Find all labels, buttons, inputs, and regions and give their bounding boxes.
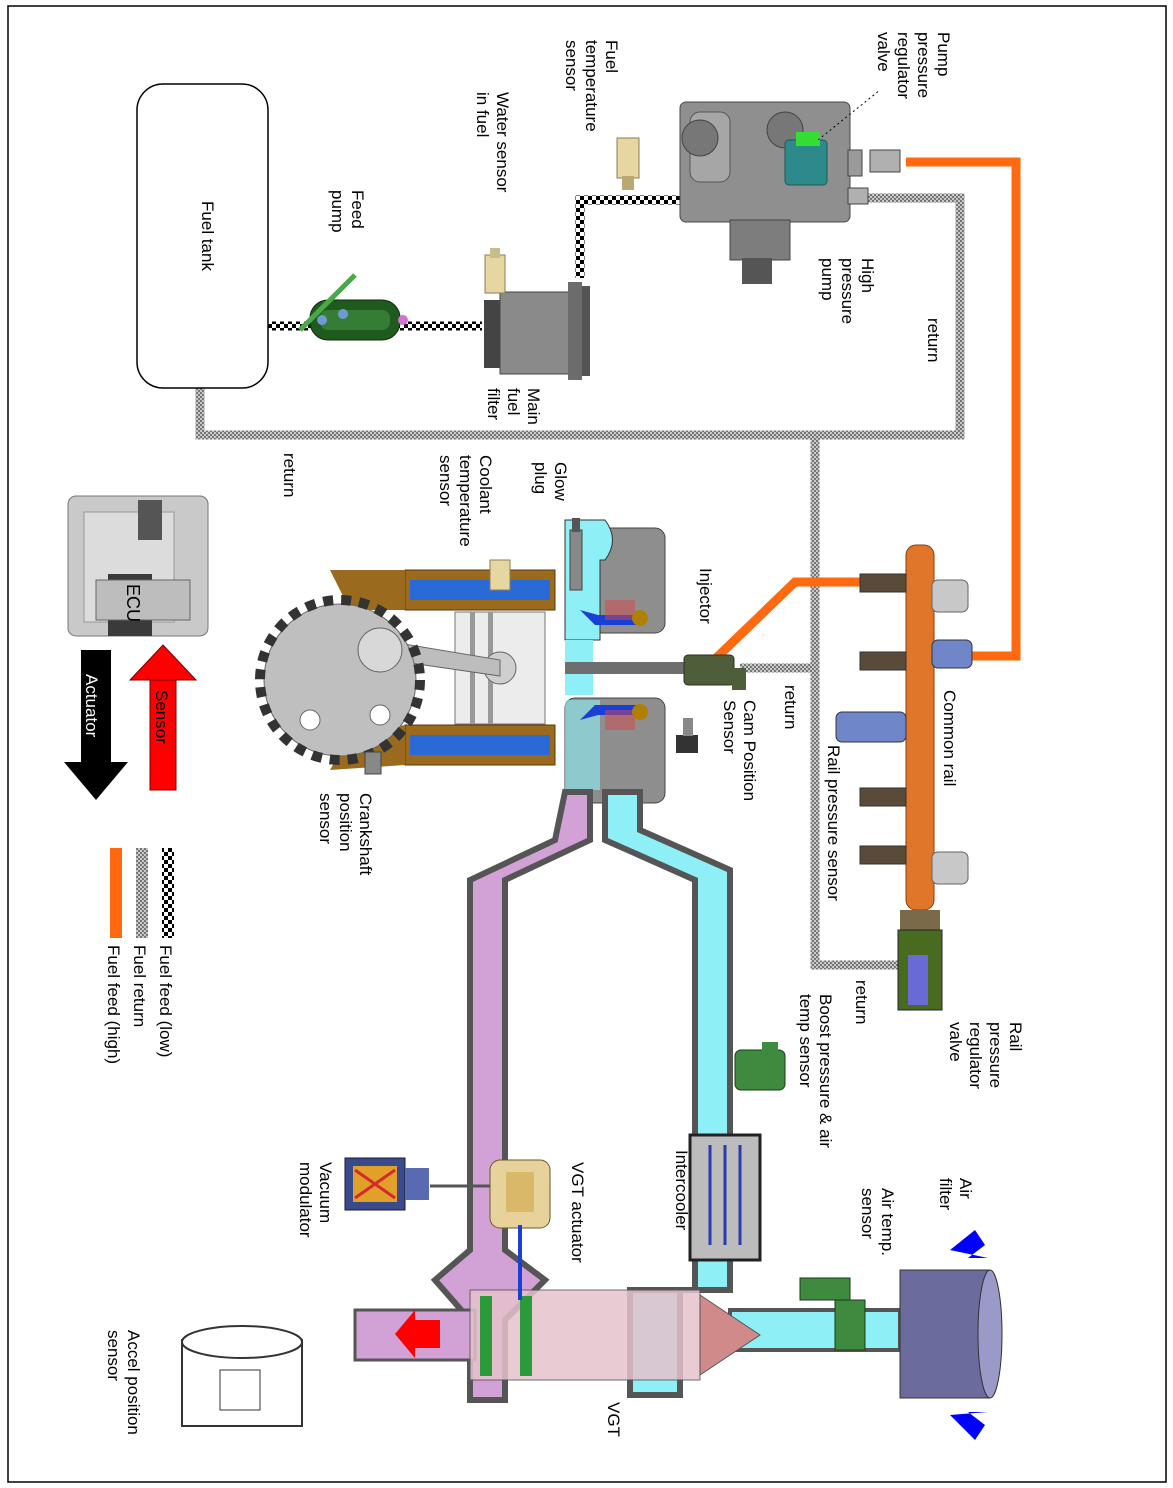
pump-pressure-regulator-label: Pump pressure regulator valve xyxy=(874,32,953,104)
legend-swatch-low xyxy=(162,848,174,938)
exhaust-arrow xyxy=(395,1310,440,1358)
water-sensor-label: Water sensor in fuel xyxy=(473,92,512,197)
sensor-arrow-label: Sensor xyxy=(152,690,171,744)
glow-plug xyxy=(569,518,583,591)
glow-plug-label: Glow plug xyxy=(531,462,570,505)
main-fuel-filter xyxy=(484,248,590,380)
page-border xyxy=(7,5,1167,1483)
return-label-left: return xyxy=(280,453,299,497)
fuel-return-lines xyxy=(195,193,965,970)
air-temp-sensor xyxy=(799,1277,866,1351)
ecu: ECU xyxy=(67,495,209,637)
legend: Fuel feed (low) Fuel return Fuel feed (h… xyxy=(104,848,175,1064)
legend-swatch-high xyxy=(110,848,122,938)
boost-sensor-label: Boost pressure & air temp sensor xyxy=(796,994,835,1153)
intercooler xyxy=(688,1133,762,1262)
accel-sensor-label: Accel position sensor xyxy=(104,1330,143,1440)
legend-label-high: Fuel feed (high) xyxy=(104,945,123,1064)
crankshaft-position-sensor xyxy=(364,751,382,775)
legend-label-low: Fuel feed (low) xyxy=(156,945,175,1057)
air-temp-sensor-label: Air temp. sensor xyxy=(858,1188,897,1261)
high-pressure-pump-label: High pressure pump xyxy=(818,258,877,329)
return-label-mid: return xyxy=(781,685,800,729)
fuel-tank-label: Fuel tank xyxy=(198,201,217,271)
boost-pressure-sensor xyxy=(734,1042,786,1091)
air-filter xyxy=(899,1230,1003,1440)
feed-pump xyxy=(298,273,408,341)
ecu-label: ECU xyxy=(123,584,143,622)
fuel-high-lines xyxy=(708,157,1021,666)
sensor-arrow: Sensor xyxy=(128,644,198,791)
rail-pressure-sensor-label: Rail pressure sensor xyxy=(824,745,843,901)
cam-position-sensor-label: Cam Position Sensor xyxy=(720,700,759,806)
main-fuel-filter-label: Main fuel filter xyxy=(484,388,543,430)
air-inlet-arrow-bottom xyxy=(950,1412,988,1440)
vgt-actuator-label: VGT actuator xyxy=(568,1162,587,1263)
fuel-temperature-sensor-label: Fuel temperature sensor xyxy=(562,40,621,136)
actuator-arrow-label: Actuator xyxy=(82,674,101,738)
cam-position-sensor xyxy=(676,718,698,753)
accel-position-sensor xyxy=(181,1325,303,1427)
legend-label-return: Fuel return xyxy=(130,945,149,1027)
return-label-top: return xyxy=(924,318,943,362)
coolant-temperature-sensor xyxy=(489,559,511,591)
common-rail xyxy=(835,544,973,1011)
air-inlet-arrow-top xyxy=(950,1230,988,1258)
fuel-temperature-sensor xyxy=(616,137,640,190)
crankshaft-sensor-label: Crankshaft position sensor xyxy=(316,793,375,880)
fuel-tank: Fuel tank xyxy=(136,83,269,389)
vgt-label: VGT xyxy=(604,1402,623,1437)
common-rail-label: Common rail xyxy=(940,690,959,786)
air-filter-label: Air filter xyxy=(936,1178,975,1210)
engine xyxy=(255,519,666,804)
injector-label: Injector xyxy=(696,568,715,624)
return-label-rail: return xyxy=(852,980,871,1024)
vacuum-modulator xyxy=(344,1157,429,1211)
high-pressure-pump xyxy=(679,89,901,284)
exhaust-duct xyxy=(353,789,593,1403)
vgt-turbo xyxy=(469,1289,761,1381)
vgt-actuator xyxy=(430,1159,551,1300)
injector xyxy=(565,654,746,690)
rail-pressure-regulator-label: Rail pressure regulator valve xyxy=(946,1022,1025,1094)
feed-pump-label: Feed pump xyxy=(328,190,367,233)
legend-swatch-return xyxy=(136,848,148,938)
coolant-temperature-sensor-label: Coolant temperature sensor xyxy=(436,455,495,551)
intercooler-label: Intercooler xyxy=(672,1150,691,1231)
vacuum-modulator-label: Vacuum modulator xyxy=(296,1162,335,1238)
actuator-arrow: Actuator xyxy=(64,650,128,800)
